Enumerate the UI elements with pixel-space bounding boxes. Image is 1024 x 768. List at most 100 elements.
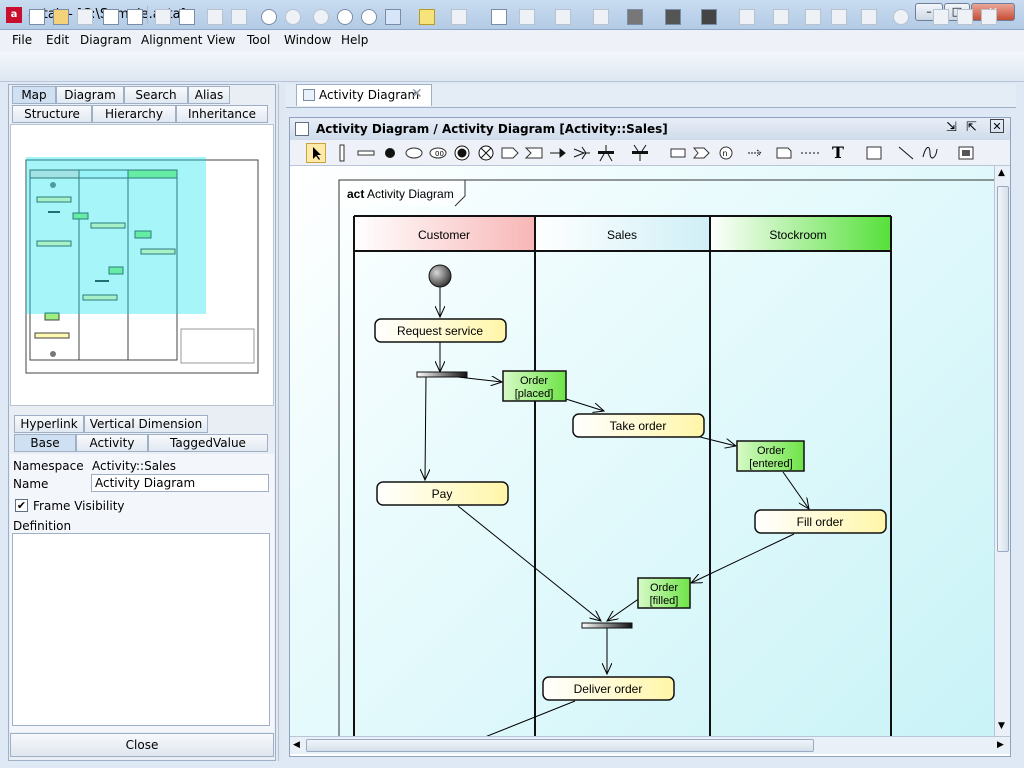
no-line-icon[interactable] xyxy=(928,4,950,26)
zoom-icon[interactable] xyxy=(308,4,330,26)
print-preview-icon[interactable] xyxy=(122,4,144,26)
initial-node[interactable] xyxy=(428,264,452,288)
action-deliver-order[interactable] xyxy=(542,676,675,701)
fit-to-window-icon[interactable] xyxy=(380,4,402,26)
text-tool-icon[interactable]: T xyxy=(832,143,844,162)
join-node-tool-icon[interactable] xyxy=(630,143,650,163)
copy-icon[interactable] xyxy=(202,4,224,26)
vertical-scroll-thumb[interactable] xyxy=(997,186,1009,552)
close-diagram-icon[interactable]: ✕ xyxy=(990,119,1004,133)
menu-help[interactable]: Help xyxy=(341,33,369,47)
horizontal-scroll-thumb[interactable] xyxy=(306,739,814,752)
tab-search[interactable]: Search xyxy=(124,86,188,104)
name-field[interactable] xyxy=(91,474,269,492)
lane-header-sales[interactable] xyxy=(535,216,710,251)
line-style-icon[interactable] xyxy=(734,4,756,26)
line-tool-icon[interactable] xyxy=(896,143,916,163)
float-window-icon[interactable]: ⇱ xyxy=(966,120,977,135)
scroll-right-icon[interactable]: ▶ xyxy=(997,740,1004,750)
action-request-service[interactable] xyxy=(374,318,507,343)
tab-activity[interactable]: Activity xyxy=(76,434,148,452)
align-left-icon[interactable] xyxy=(550,4,572,26)
note-anchor-tool-icon[interactable] xyxy=(800,143,820,163)
curve-line-icon[interactable] xyxy=(976,4,998,26)
line-end-icon[interactable] xyxy=(768,4,790,26)
object-flow-tool-icon[interactable] xyxy=(572,143,592,163)
send-signal-tool-icon[interactable] xyxy=(500,143,520,163)
diagram-overview-icon[interactable] xyxy=(486,4,508,26)
tab-activity-diagram[interactable]: Activity Diagram ✕ xyxy=(296,84,432,106)
scroll-up-icon[interactable]: ▲ xyxy=(998,168,1005,178)
control-flow-tool-icon[interactable] xyxy=(548,143,568,163)
object-node-tool-icon[interactable] xyxy=(668,143,688,163)
scroll-down-icon[interactable]: ▼ xyxy=(998,721,1005,731)
menu-file[interactable]: File xyxy=(12,33,33,47)
initial-node-tool-icon[interactable] xyxy=(380,143,400,163)
tab-diagram[interactable]: Diagram xyxy=(56,86,124,104)
tab-map[interactable]: Map xyxy=(12,86,56,104)
select-tool-icon[interactable] xyxy=(306,143,326,163)
accept-event-tool-icon[interactable] xyxy=(524,143,544,163)
note-tool-icon[interactable] xyxy=(774,143,794,163)
frame-visibility-checkbox[interactable]: ✔ xyxy=(15,499,28,512)
paste-icon[interactable] xyxy=(174,4,196,26)
flow-final-tool-icon[interactable] xyxy=(476,143,496,163)
horizontal-scrollbar[interactable]: ◀ ▶ xyxy=(290,736,1010,754)
connector-tool-icon[interactable]: n xyxy=(716,143,736,163)
freehand-tool-icon[interactable] xyxy=(920,143,940,163)
tab-base[interactable]: Base xyxy=(14,434,76,452)
lane-header-customer[interactable] xyxy=(354,216,535,251)
restore-down-icon[interactable]: ⇲ xyxy=(946,120,957,135)
menu-tool[interactable]: Tool xyxy=(247,33,271,47)
fork-bar[interactable] xyxy=(416,371,468,378)
tab-vertical-dimension[interactable]: Vertical Dimension xyxy=(84,415,208,433)
diagram-map-view[interactable] xyxy=(10,124,274,406)
align-top-icon[interactable] xyxy=(514,4,536,26)
horizontal-partition-tool-icon[interactable] xyxy=(356,143,376,163)
tab-inheritance[interactable]: Inheritance xyxy=(176,105,268,123)
zoom-out-icon[interactable] xyxy=(356,4,378,26)
scroll-left-icon[interactable]: ◀ xyxy=(293,740,300,750)
action-fill-order[interactable] xyxy=(754,509,887,534)
menu-edit[interactable]: Edit xyxy=(46,33,70,47)
vertical-scrollbar[interactable]: ▲ ▼ xyxy=(994,166,1010,736)
menu-window[interactable]: Window xyxy=(284,33,332,47)
fork-node-tool-icon[interactable] xyxy=(596,143,616,163)
font-color-icon[interactable] xyxy=(696,4,718,26)
circle-shape-icon[interactable] xyxy=(888,4,910,26)
tab-alias[interactable]: Alias xyxy=(188,86,230,104)
partition-tool-icon[interactable] xyxy=(332,143,352,163)
object-order-entered[interactable] xyxy=(736,440,805,472)
zoom-in-icon[interactable] xyxy=(332,4,354,26)
menu-view[interactable]: View xyxy=(207,33,236,47)
new-file-icon[interactable] xyxy=(24,4,46,26)
menu-diagram[interactable]: Diagram xyxy=(80,33,132,47)
action-tool-icon[interactable] xyxy=(404,143,424,163)
menu-alignment[interactable]: Alignment xyxy=(141,33,203,47)
join-bar[interactable] xyxy=(581,622,633,629)
line-color-icon[interactable] xyxy=(660,4,682,26)
call-behavior-tool-icon[interactable]: 00 xyxy=(428,143,448,163)
lane-header-stockroom[interactable] xyxy=(710,216,891,251)
object-order-filled[interactable] xyxy=(637,577,691,609)
action-pay[interactable] xyxy=(376,481,509,506)
rectilinear-icon[interactable] xyxy=(952,4,974,26)
image-tool-icon[interactable] xyxy=(956,143,976,163)
tab-taggedvalue[interactable]: TaggedValue xyxy=(148,434,268,452)
auto-layout-icon[interactable] xyxy=(826,4,848,26)
panel-splitter[interactable] xyxy=(278,84,284,761)
exception-flow-tool-icon[interactable] xyxy=(746,143,766,163)
back-arrow-icon[interactable] xyxy=(414,4,436,26)
tab-hierarchy[interactable]: Hierarchy xyxy=(92,105,176,123)
tree-layout-icon[interactable] xyxy=(800,4,822,26)
tab-hyperlink[interactable]: Hyperlink xyxy=(14,415,84,433)
close-tab-icon[interactable]: ✕ xyxy=(411,86,423,102)
print-icon[interactable] xyxy=(98,4,120,26)
object-order-placed[interactable] xyxy=(502,370,567,402)
close-button[interactable]: Close xyxy=(10,733,274,757)
group-icon[interactable] xyxy=(856,4,878,26)
open-file-icon[interactable] xyxy=(48,4,70,26)
diagram-canvas[interactable]: act Activity Diagram Customer Sales Stoc… xyxy=(290,166,994,736)
forward-arrow-icon[interactable] xyxy=(446,4,468,26)
tab-structure[interactable]: Structure xyxy=(12,105,92,123)
